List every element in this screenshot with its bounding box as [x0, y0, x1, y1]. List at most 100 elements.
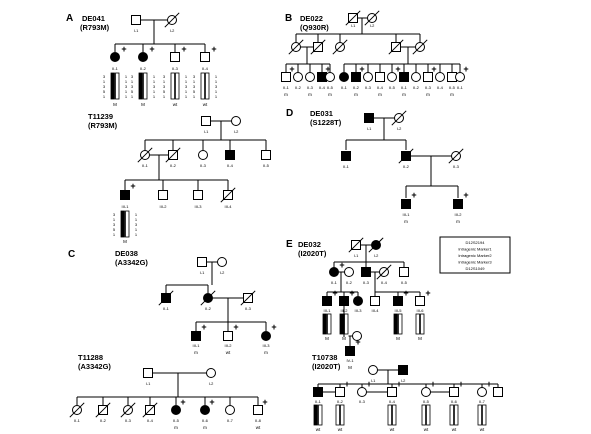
- individual-id: III-1: [193, 343, 201, 348]
- individual-id: I-2: [209, 381, 214, 386]
- tested-plus: +: [149, 44, 154, 54]
- female-symbol: [261, 331, 271, 341]
- individual-id: II-5: [449, 85, 456, 90]
- individual-id: II-4: [437, 85, 444, 90]
- female-symbol: [206, 368, 216, 378]
- haplotype-allele: 3: [193, 84, 196, 89]
- individual-id: I-1: [134, 28, 139, 33]
- individual-id: I-1: [204, 129, 209, 134]
- deceased-slash: [95, 402, 111, 418]
- female-symbol: [368, 365, 378, 375]
- genotype-label: wt: [226, 350, 231, 355]
- haplotype-bar: [482, 404, 487, 426]
- haplotype-allele: 3: [163, 84, 166, 89]
- individual-id: IV-1: [346, 358, 354, 363]
- genotype-label: m: [264, 350, 268, 355]
- male-symbol: [393, 296, 403, 306]
- genotype-label: m: [450, 92, 454, 97]
- individual-id: II-2: [205, 306, 212, 311]
- genotype-label: M: [113, 102, 117, 107]
- haplotype-allele: 1: [193, 79, 196, 84]
- tested-plus: +: [233, 322, 238, 332]
- genotype-label: m: [426, 92, 430, 97]
- male-symbol: [281, 72, 291, 82]
- haplotype-allele: 5: [193, 89, 196, 94]
- individual-id: II-3: [307, 85, 314, 90]
- family-id: DE022: [300, 14, 323, 23]
- haplotype-allele: 3: [215, 84, 218, 89]
- female-symbol: [344, 267, 354, 277]
- male-symbol: [423, 72, 433, 82]
- individual-id: III-4: [372, 308, 380, 313]
- family-id: DE041: [82, 14, 105, 23]
- haplotype-allele: 3: [113, 222, 116, 227]
- individual-id: II-1: [401, 85, 408, 90]
- panel-letter-a: A: [66, 13, 73, 24]
- male-symbol: [335, 387, 345, 397]
- haplotype-allele: 1: [215, 94, 218, 99]
- haplotype-allele: 1: [185, 79, 188, 84]
- haplotype-bar: [170, 72, 175, 100]
- genotype-label: wt: [480, 427, 485, 432]
- individual-id: II-7: [227, 418, 234, 423]
- haplotype-allele: 5: [163, 89, 166, 94]
- individual-id: III-1: [122, 204, 130, 209]
- tested-plus: +: [349, 288, 354, 298]
- male-symbol: [253, 405, 263, 415]
- individual-id: II-1: [315, 399, 322, 404]
- individual-id: I-2: [370, 23, 375, 28]
- genotype-label: m: [404, 219, 408, 224]
- individual-id: III-4: [225, 204, 233, 209]
- individual-id: I-1: [371, 378, 376, 383]
- genotype-label: m: [456, 219, 460, 224]
- female-symbol: [231, 116, 241, 126]
- individual-id: I-1: [367, 126, 372, 131]
- haplotype-bar: [398, 313, 403, 335]
- male-symbol: [401, 199, 411, 209]
- deceased-slash: [158, 290, 174, 306]
- individual-id: II-1: [331, 280, 338, 285]
- haplotype-bar: [420, 313, 425, 335]
- individual-id: II-1: [163, 306, 170, 311]
- individual-id: II-5: [389, 85, 396, 90]
- male-symbol: [345, 346, 355, 356]
- individual-id: II-3: [125, 418, 132, 423]
- individual-id: I-1: [351, 23, 356, 28]
- individual-id: III-3: [195, 204, 203, 209]
- individual-id: I-2: [170, 28, 175, 33]
- male-symbol: [375, 72, 385, 82]
- individual-id: III-1: [324, 308, 332, 313]
- individual-id: II-1: [74, 418, 81, 423]
- individual-id: I-2: [220, 270, 225, 275]
- individual-id: III-3: [355, 308, 363, 313]
- deceased-slash: [412, 39, 428, 55]
- marker-name: Intragenic Marker2: [458, 253, 492, 258]
- deceased-slash: [364, 10, 380, 26]
- individual-id: II-4: [319, 85, 326, 90]
- tested-plus: +: [121, 44, 126, 54]
- haplotype-allele: 1: [153, 89, 156, 94]
- haplotype-bar: [125, 210, 130, 238]
- haplotype-bar: [175, 72, 180, 100]
- haplotype-allele: 1: [215, 74, 218, 79]
- deceased-slash: [368, 237, 384, 253]
- male-symbol: [223, 331, 233, 341]
- panel-letter-d: D: [286, 108, 293, 119]
- tested-plus: +: [325, 64, 330, 74]
- haplotype-bar: [200, 72, 205, 100]
- deceased-slash: [164, 12, 180, 28]
- deceased-slash: [220, 187, 236, 203]
- individual-id: II-7: [479, 399, 486, 404]
- marker-name: Intragenic Marker1: [458, 247, 492, 252]
- haplotype-bar: [115, 72, 120, 100]
- tested-plus: +: [430, 379, 435, 389]
- haplotype-bar: [340, 404, 345, 426]
- tested-plus: +: [396, 379, 401, 389]
- haplotype-bar: [143, 72, 148, 100]
- haplotype-bar: [339, 313, 344, 335]
- haplotype-allele: 1: [103, 79, 106, 84]
- haplotype-allele: 1: [135, 227, 138, 232]
- haplotype-allele: 1: [215, 89, 218, 94]
- marker-legend-box: [439, 236, 511, 274]
- family-id: T11239: [88, 112, 113, 121]
